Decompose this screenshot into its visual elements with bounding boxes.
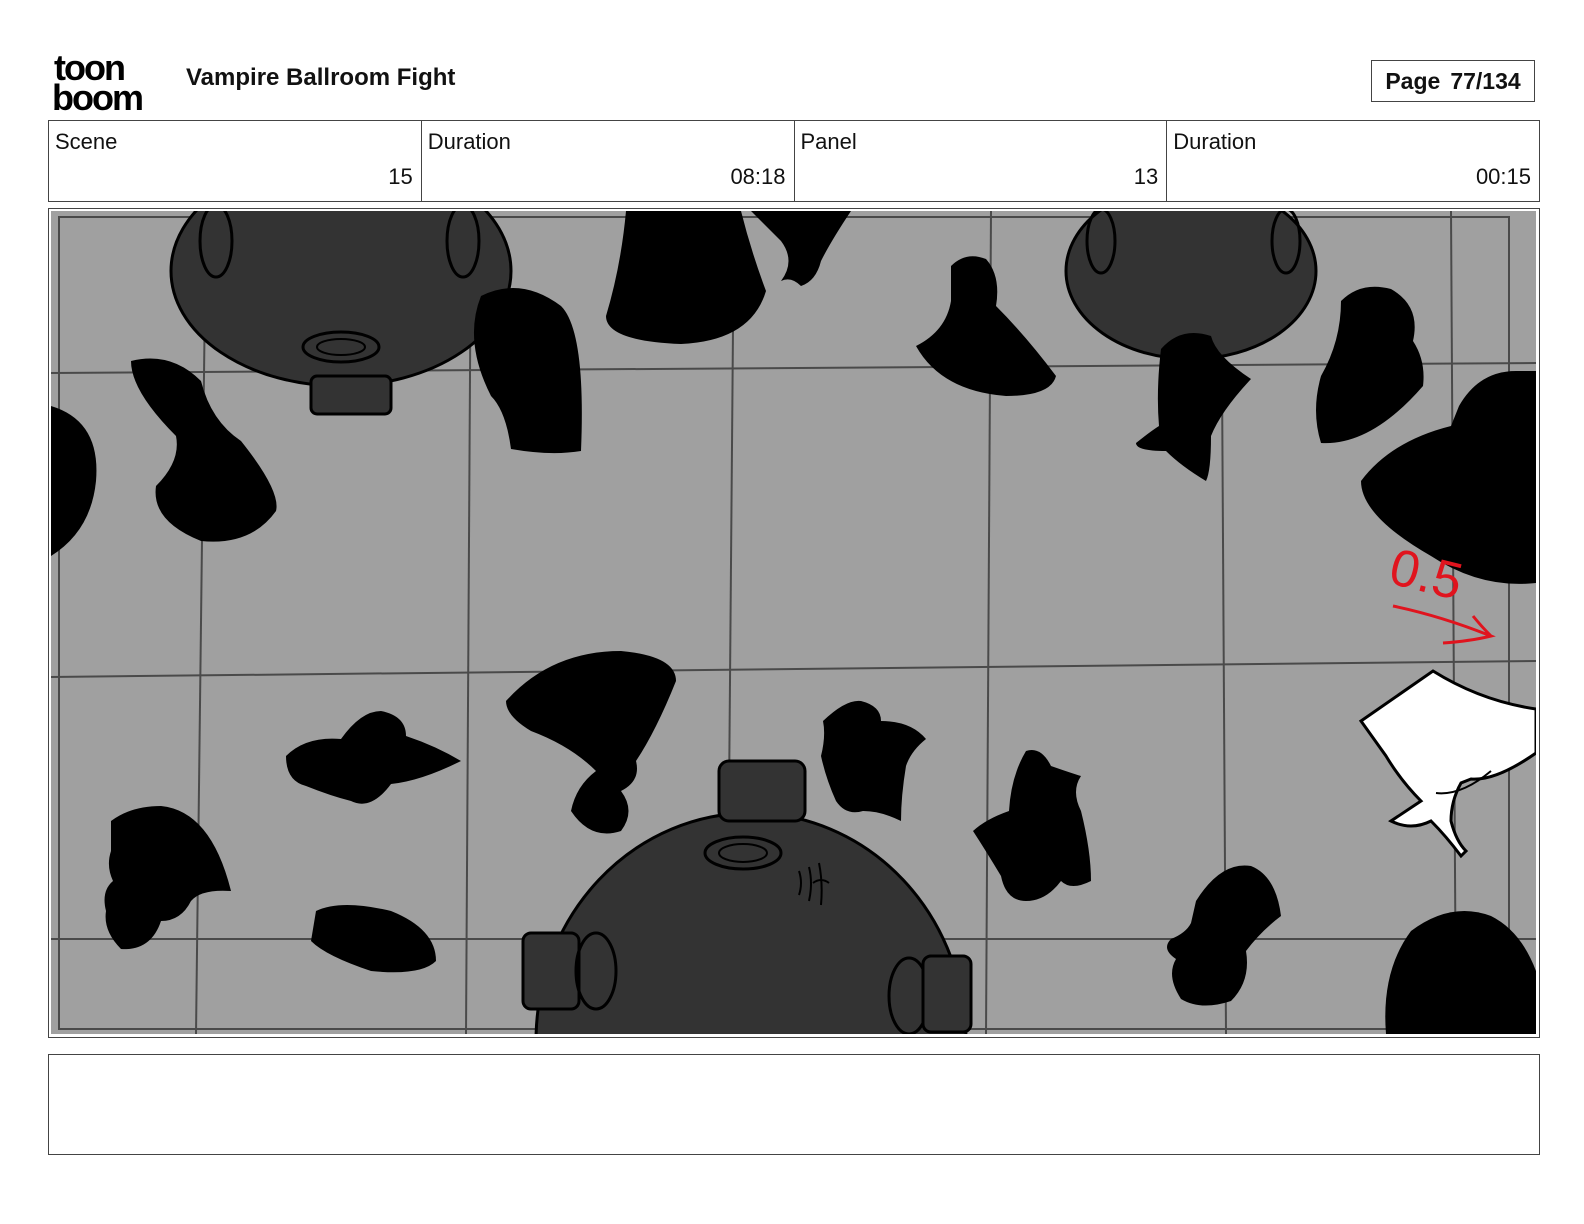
scene-duration-cell: Duration 08:18: [420, 121, 794, 201]
panel-cell: Panel 13: [793, 121, 1167, 201]
sketch-marks: [798, 862, 830, 906]
logo-line-1: toon: [54, 50, 124, 88]
scene-label: Scene: [55, 129, 118, 154]
project-title: Vampire Ballroom Fight: [186, 64, 456, 91]
panel-value: 13: [1133, 164, 1159, 189]
ballroom-table-top-right: [1064, 211, 1318, 361]
scene-cell: Scene 15: [49, 121, 421, 201]
page-number: 77/134: [1450, 67, 1521, 94]
panel-label: Panel: [800, 129, 857, 154]
panel-duration-cell: Duration 00:15: [1166, 121, 1539, 201]
scene-duration-label: Duration: [427, 129, 511, 154]
storyboard-panel: 0.5: [48, 208, 1540, 1038]
timing-arrow: [1392, 604, 1496, 645]
logo-line-2: boom: [52, 77, 142, 112]
page-indicator: Page 77/134: [1371, 60, 1535, 102]
panel-drawing: 0.5: [51, 211, 1536, 1034]
panel-notes[interactable]: [48, 1054, 1540, 1155]
scene-info-table: Scene 15 Duration 08:18 Panel 13 Duratio…: [48, 120, 1540, 202]
panel-duration-value: 00:15: [1475, 164, 1531, 189]
scene-duration-value: 08:18: [730, 164, 786, 189]
dancer-silhouettes: [51, 211, 1536, 1034]
ballroom-table-top-left: [169, 211, 513, 416]
pale-character-arm: [1358, 669, 1536, 859]
scene-value: 15: [388, 164, 413, 189]
page-label: Page: [1385, 67, 1441, 94]
panel-duration-label: Duration: [1173, 129, 1257, 154]
ballroom-table-bottom-center: [521, 759, 973, 1034]
toon-boom-logo: toon boom: [52, 50, 144, 112]
